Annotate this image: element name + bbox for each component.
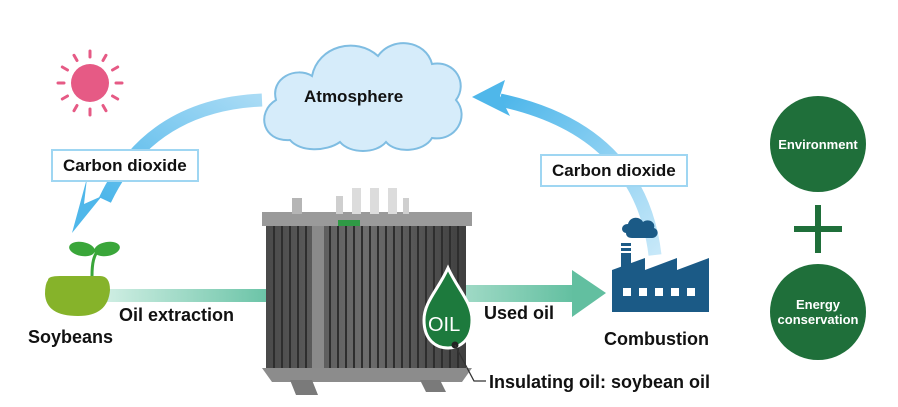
combustion-label: Combustion [604, 329, 709, 349]
benefit-energy-line2: conservation [777, 312, 859, 327]
callout-line [451, 341, 486, 382]
soybean-icon [45, 276, 110, 316]
soybeans-label: Soybeans [28, 327, 114, 347]
carbon-dioxide-label-right: Carbon dioxide [540, 154, 688, 187]
benefit-environment: Environment [770, 96, 866, 192]
sprout-icon [69, 241, 120, 277]
oil-extraction-label: Oil extraction [119, 305, 235, 325]
factory-icon [612, 217, 709, 312]
used-oil-label: Used oil [484, 303, 555, 323]
transformer-image [262, 188, 472, 395]
benefit-energy-line1: Energy [795, 297, 841, 312]
atmosphere-label: Atmosphere [304, 87, 404, 106]
benefit-energy-label: Energy conservation [778, 297, 859, 327]
used-oil-arrow [455, 270, 606, 317]
carbon-dioxide-label-left: Carbon dioxide [51, 149, 199, 182]
oil-drop-label: OIL [428, 314, 461, 336]
oil-drop-icon [422, 264, 474, 350]
oil-extraction-arrow [106, 289, 271, 302]
sun-icon [56, 49, 124, 117]
benefit-energy-conservation: Energy conservation [770, 264, 866, 360]
callout-label: Insulating oil: soybean oil [489, 372, 711, 392]
benefit-environment-label: Environment [778, 136, 858, 152]
plus-icon [794, 205, 842, 253]
cloud-icon [263, 42, 463, 152]
